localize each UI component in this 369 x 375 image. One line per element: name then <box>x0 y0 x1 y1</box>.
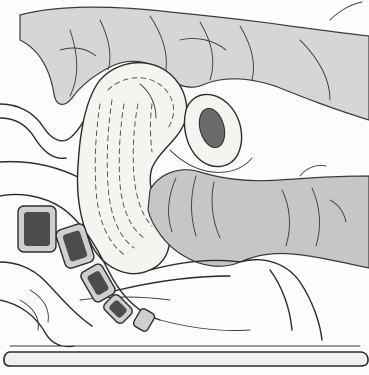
vaginal-hand <box>148 165 369 268</box>
examination-table <box>4 346 368 366</box>
